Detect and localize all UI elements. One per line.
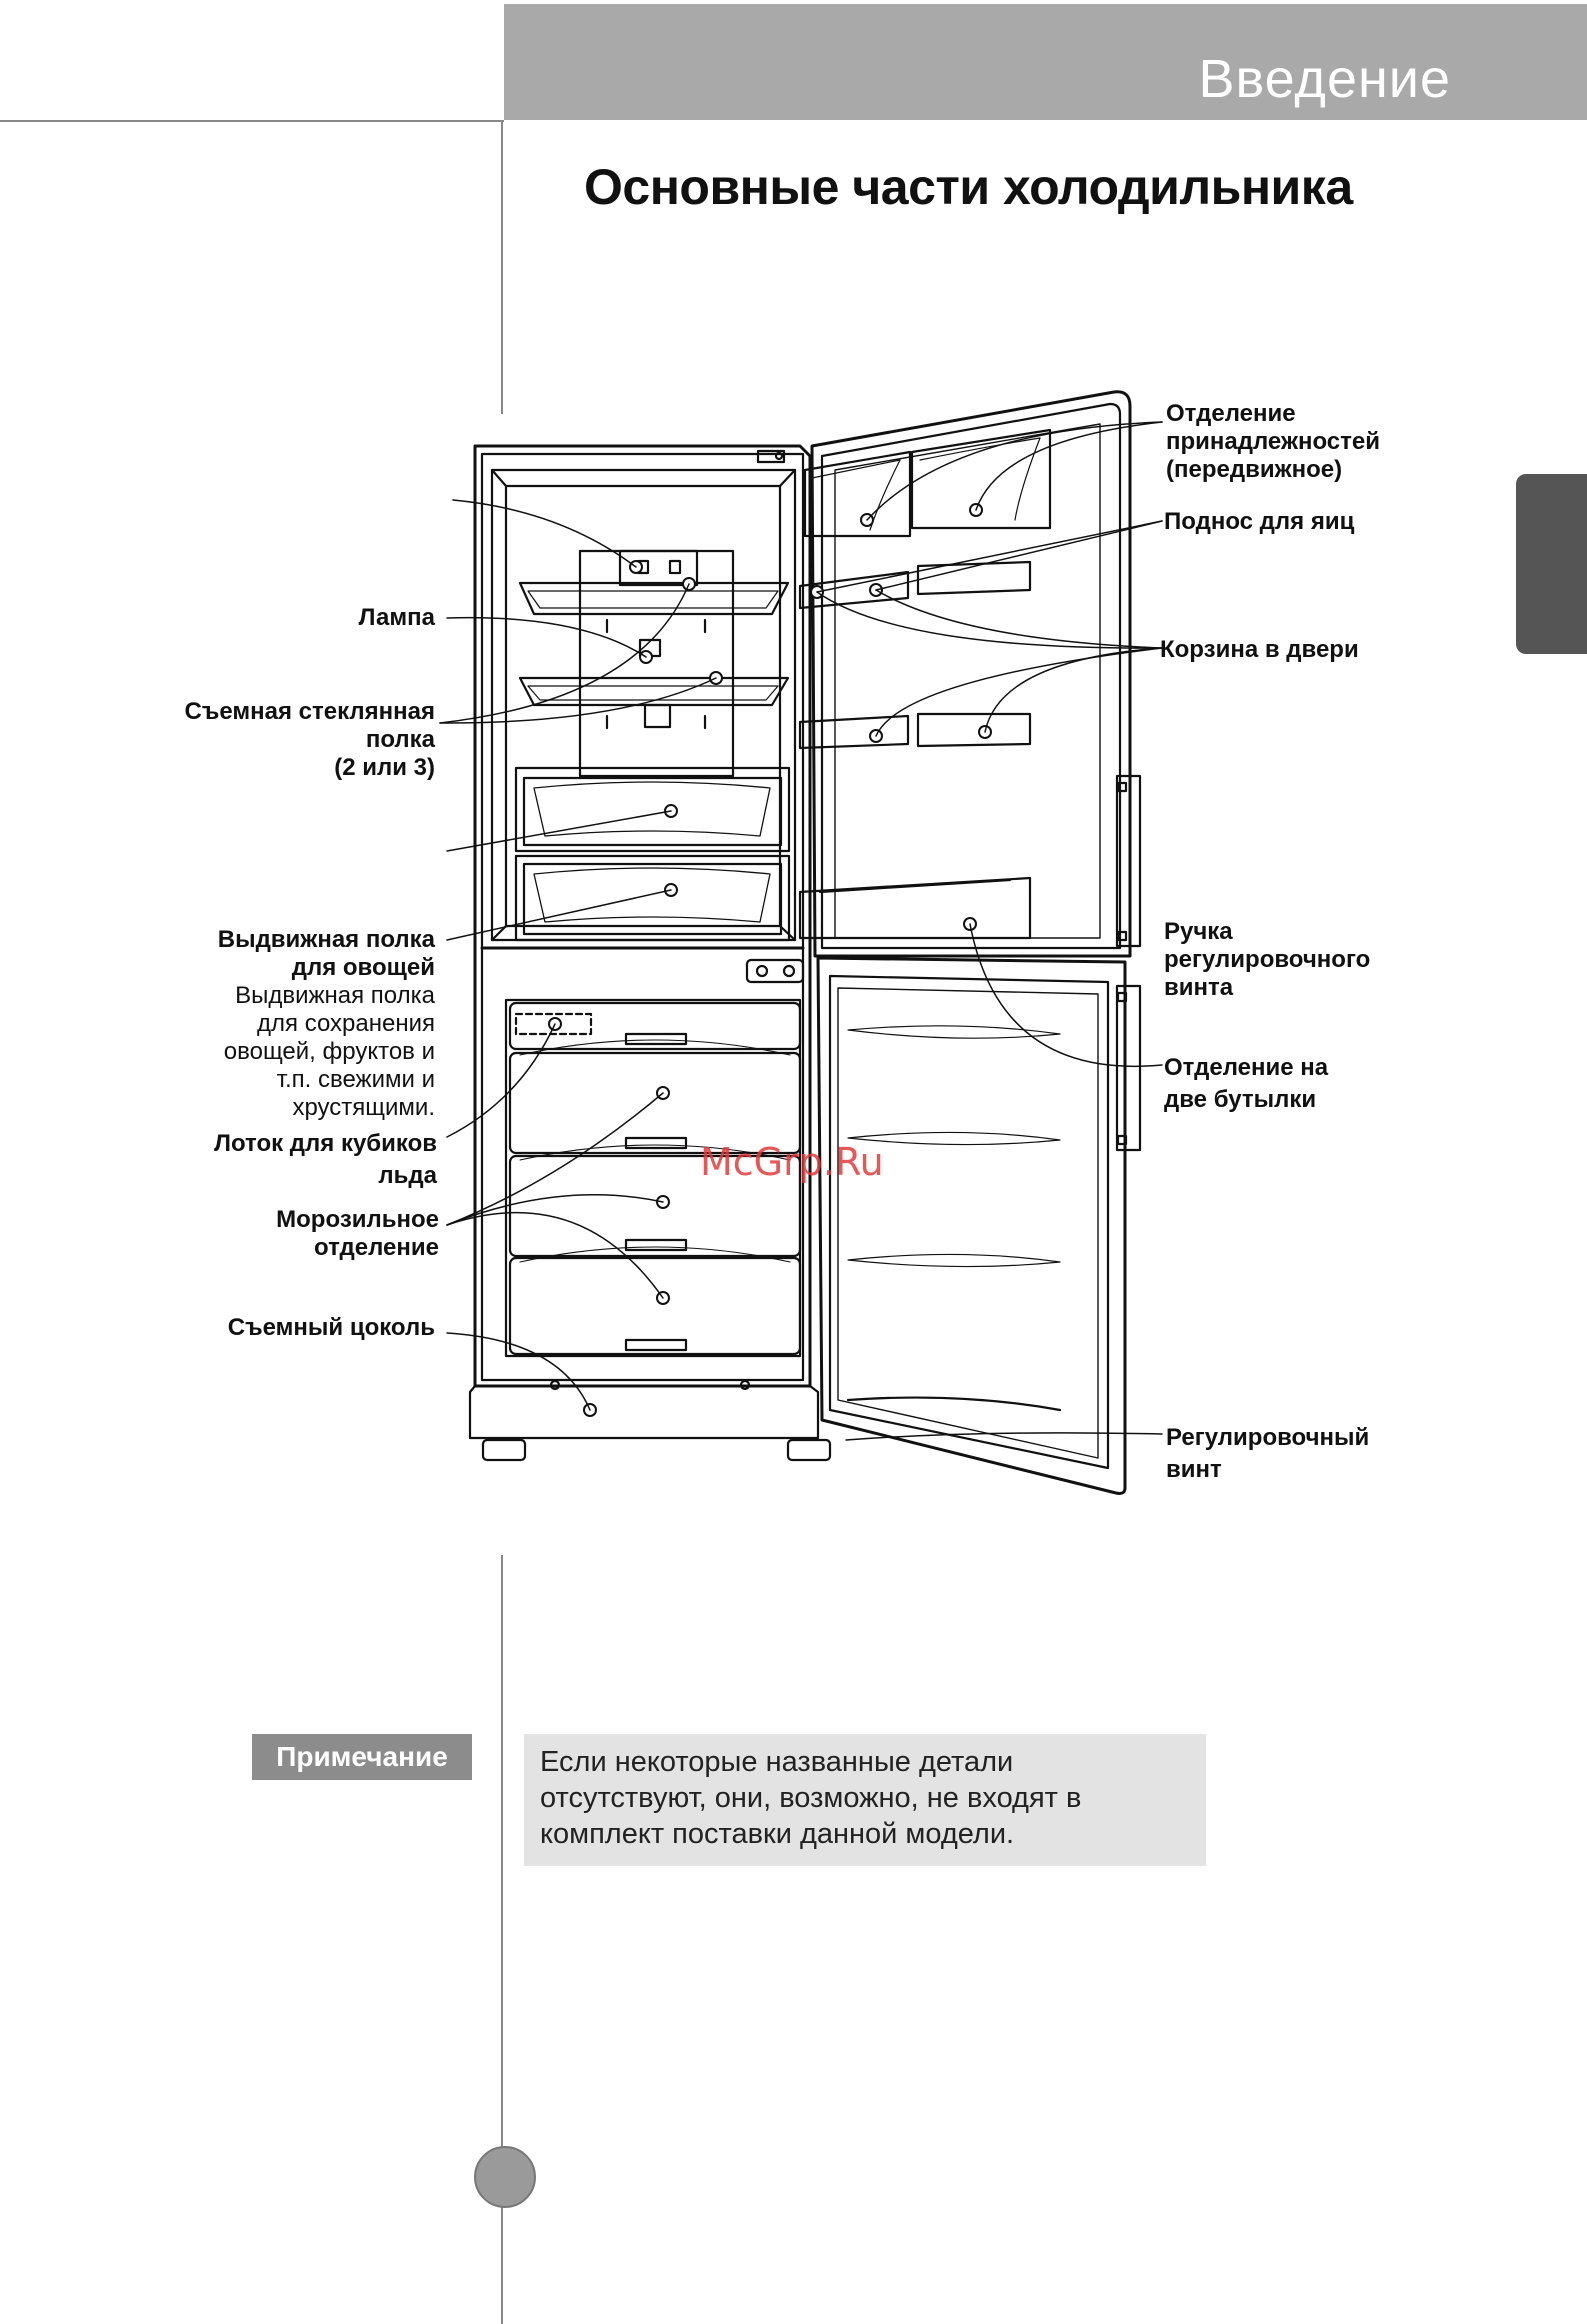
- label-accessory-line3: (передвижное): [1166, 456, 1343, 483]
- label-handle: Ручка регулировочного винта: [1164, 918, 1370, 1002]
- label-freezer-line1: Морозильное: [276, 1206, 439, 1233]
- note-line1: Если некоторые названные детали: [540, 1746, 1014, 1778]
- label-vegetable-desc-line2: для сохранения: [257, 1010, 435, 1037]
- label-base: Съемный цоколь: [227, 1314, 435, 1341]
- page-title: Основные части холодильника: [584, 159, 1353, 215]
- section-title: Введение: [1198, 49, 1451, 109]
- label-lamp: Лампа: [358, 604, 435, 631]
- label-glass-shelf-line1: Съемная стеклянная: [184, 698, 435, 725]
- label-vegetable-drawer-line2: для овощей: [291, 954, 435, 981]
- label-vegetable-desc-line5: хрустящими.: [292, 1094, 435, 1121]
- label-egg-tray: Поднос для яиц: [1164, 508, 1355, 535]
- label-handle-line2: регулировочного: [1164, 946, 1371, 973]
- label-ice-tray-line1: Лоток для кубиков: [214, 1130, 437, 1157]
- label-vegetable-drawer-line1: Выдвижная полка: [217, 926, 435, 953]
- label-door-basket: Корзина в двери: [1160, 636, 1359, 663]
- page-number-circle: [474, 2146, 536, 2208]
- note-line3: комплект поставки данной модели.: [540, 1818, 1015, 1850]
- label-bottles: Отделение на две бутылки: [1164, 1052, 1328, 1116]
- label-glass-shelf-line2: полка: [365, 726, 435, 753]
- watermark: McGrp.Ru: [700, 1140, 884, 1184]
- label-handle-line1: Ручка: [1164, 918, 1233, 945]
- section-tab: [1516, 474, 1587, 654]
- label-glass-shelf-line3: (2 или 3): [334, 754, 435, 781]
- label-vegetable-desc-line3: овощей, фруктов и: [223, 1038, 435, 1065]
- label-screw: Регулировочный винт: [1166, 1422, 1369, 1486]
- label-glass-shelf: Съемная стеклянная полка (2 или 3): [185, 698, 435, 782]
- label-ice-tray: Лоток для кубиков льда: [214, 1128, 437, 1192]
- vertical-rule-bottom: [501, 1555, 503, 2324]
- label-freezer: Морозильное отделение: [276, 1206, 439, 1262]
- label-accessory-compartment: Отделение принадлежностей (передвижное): [1166, 400, 1380, 484]
- note-line2: отсутствуют, они, возможно, не входят в: [540, 1782, 1082, 1814]
- label-bottles-line1: Отделение на: [1164, 1054, 1329, 1081]
- note-badge: Примечание: [252, 1734, 472, 1780]
- label-vegetable-drawer: Выдвижная полка для овощей Выдвижная пол…: [218, 926, 435, 1122]
- label-screw-line1: Регулировочный: [1166, 1424, 1370, 1451]
- label-bottles-line2: две бутылки: [1164, 1086, 1317, 1113]
- label-ice-tray-line2: льда: [378, 1162, 437, 1189]
- note-box: Если некоторые названные детали отсутств…: [524, 1734, 1206, 1866]
- vertical-rule-top: [501, 120, 503, 414]
- label-vegetable-desc-line1: Выдвижная полка: [235, 982, 435, 1009]
- label-accessory-line1: Отделение: [1166, 400, 1296, 427]
- label-accessory-line2: принадлежностей: [1166, 428, 1381, 455]
- header-divider: [0, 120, 504, 122]
- header-rule: [504, 0, 1587, 4]
- header-band: [504, 0, 1587, 120]
- label-vegetable-desc-line4: т.п. свежими и: [276, 1066, 435, 1093]
- label-screw-line2: винт: [1166, 1456, 1222, 1483]
- label-freezer-line2: отделение: [314, 1234, 439, 1261]
- label-handle-line3: винта: [1164, 974, 1234, 1001]
